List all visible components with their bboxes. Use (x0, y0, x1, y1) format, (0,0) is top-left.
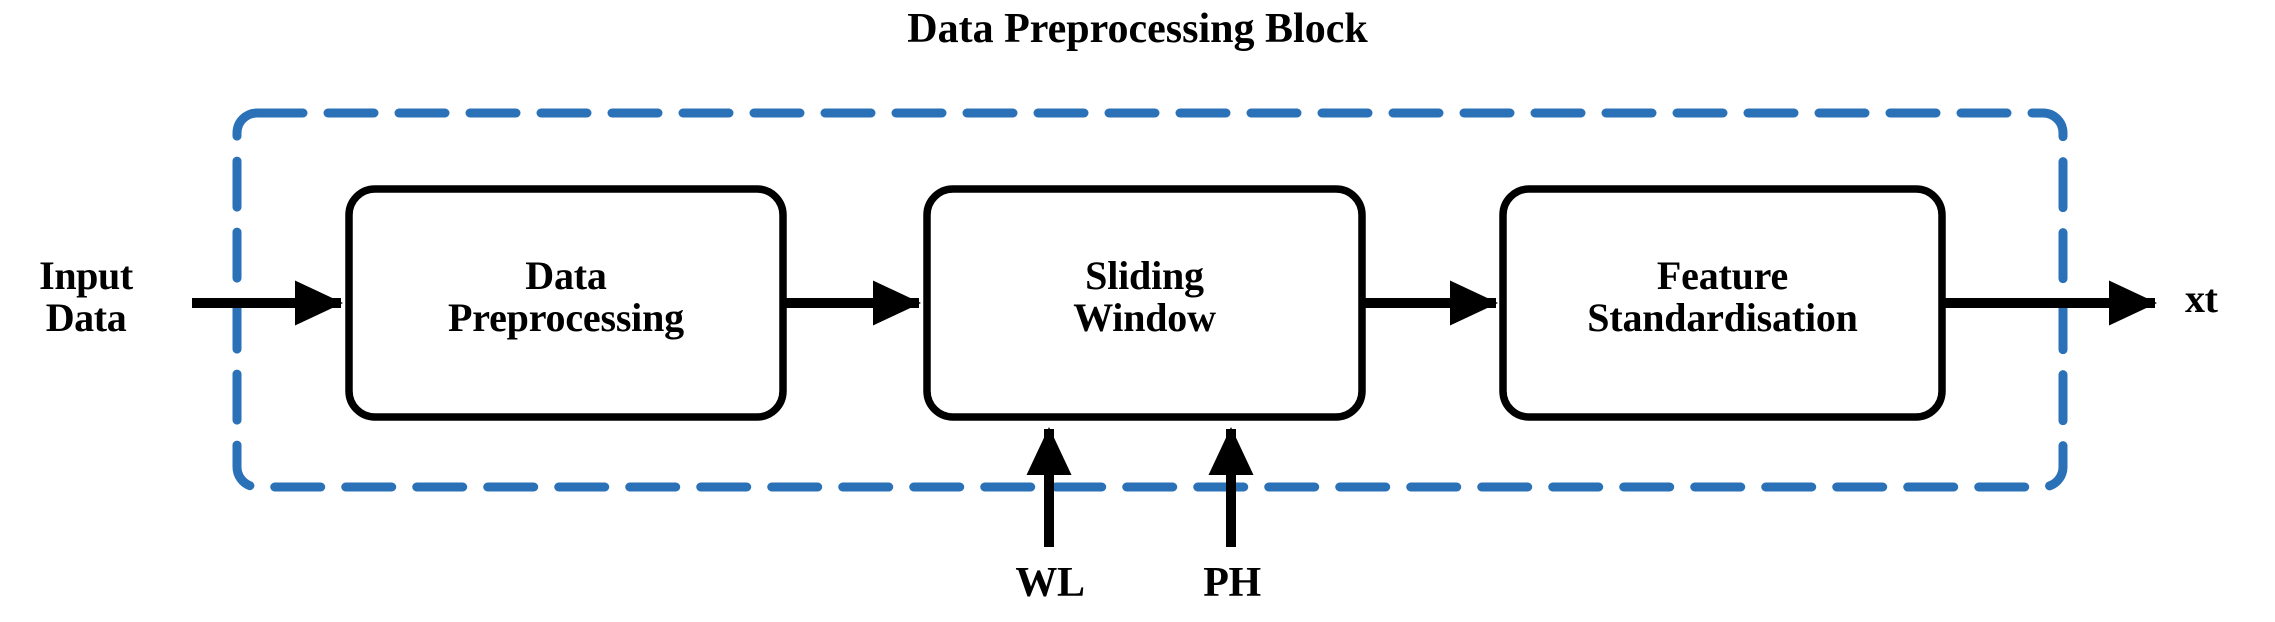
page-title: Data Preprocessing Block (907, 6, 1368, 52)
box-data-preprocessing[interactable] (345, 185, 787, 421)
box-label-data-preprocessing: Data Preprocessing (448, 253, 684, 340)
box-label-sliding-window: Sliding Window (1073, 253, 1216, 340)
parameter-label-wl: WL (1015, 560, 1085, 606)
box-sliding-window[interactable] (923, 185, 1366, 421)
output-label: xt (2185, 276, 2218, 321)
parameter-label-ph: PH (1203, 560, 1261, 606)
box-label-feature-standardisation: Feature Standardisation (1587, 253, 1858, 340)
box-feature-standardisation[interactable] (1499, 185, 1946, 421)
input-data-label: Input Data (39, 253, 133, 340)
